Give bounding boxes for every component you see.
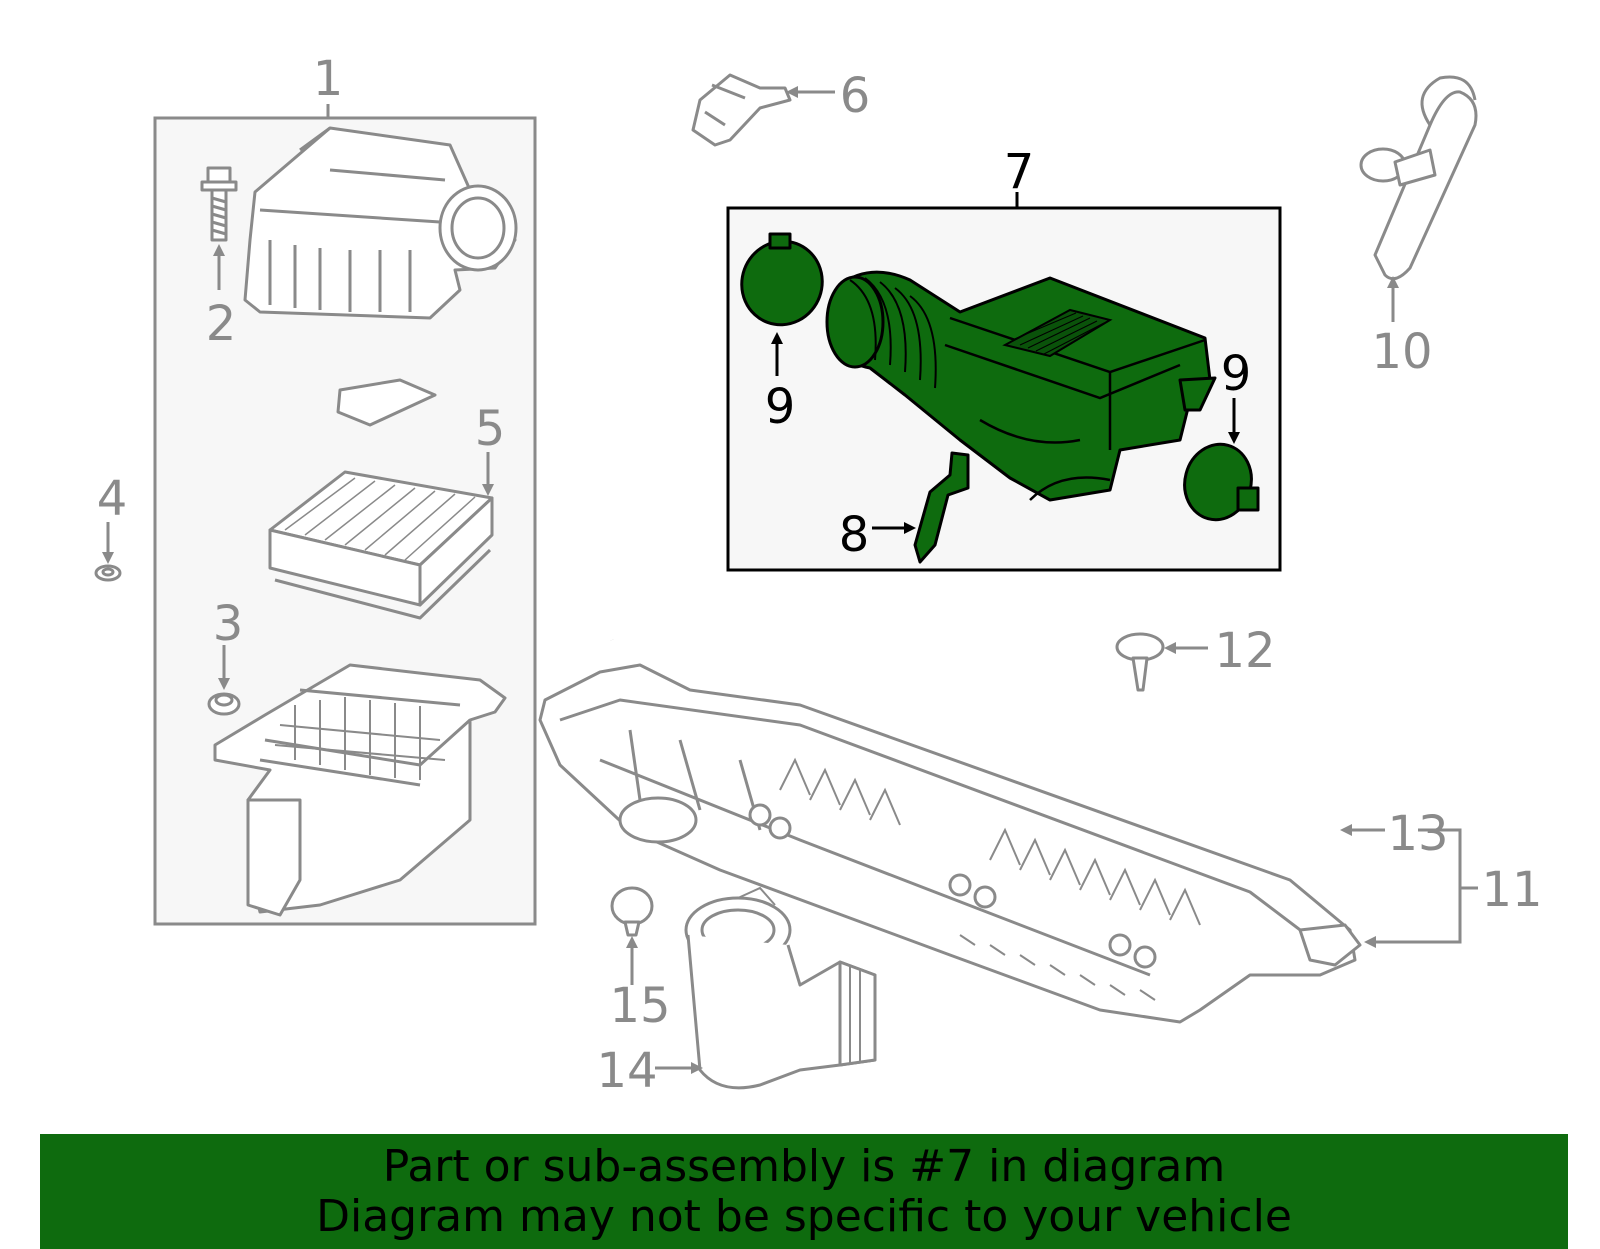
callout-15: 15 bbox=[609, 978, 670, 1034]
callout-11: 11 bbox=[1481, 862, 1542, 918]
callout-2: 2 bbox=[206, 296, 237, 352]
part-1-air-cleaner-lower bbox=[213, 663, 507, 917]
part-11-lower-tray bbox=[538, 663, 1362, 1024]
gasket-plate bbox=[336, 378, 437, 427]
part-14-intake-duct bbox=[684, 886, 877, 1090]
callout-3: 3 bbox=[213, 596, 244, 652]
callout-13: 13 bbox=[1387, 806, 1448, 862]
part-1-air-cleaner-cover bbox=[243, 126, 518, 320]
callout-8: 8 bbox=[839, 507, 870, 563]
callout-6: 6 bbox=[840, 68, 871, 124]
part-9-clamp-right bbox=[1183, 442, 1260, 522]
part-4-washer bbox=[94, 564, 122, 582]
part-5-filter-element bbox=[268, 470, 494, 620]
part-2-bolt bbox=[200, 166, 238, 242]
part-9-clamp-left bbox=[740, 232, 824, 327]
part-7-intake-duct-highlighted bbox=[825, 270, 1217, 502]
banner-line-2: Diagram may not be specific to your vehi… bbox=[316, 1190, 1292, 1242]
part-3-grommet bbox=[207, 692, 241, 716]
info-banner: Part or sub-assembly is #7 in diagram Di… bbox=[40, 1134, 1568, 1249]
part-12-push-pin bbox=[1115, 632, 1165, 692]
callout-1: 1 bbox=[313, 51, 344, 107]
part-6-sensor bbox=[691, 73, 792, 147]
callout-9-left: 9 bbox=[765, 379, 796, 435]
part-8-bracket bbox=[913, 451, 970, 564]
diagram-canvas: 1 2 3 4 5 6 7 8 9 9 10 11 12 13 14 15 bbox=[94, 51, 1543, 1099]
callout-14: 14 bbox=[596, 1043, 657, 1099]
callout-12: 12 bbox=[1214, 623, 1275, 679]
part-15-push-pin bbox=[610, 886, 654, 937]
callout-10: 10 bbox=[1371, 324, 1432, 380]
callout-9-right: 9 bbox=[1221, 346, 1252, 402]
callout-7: 7 bbox=[1004, 144, 1035, 200]
callout-5: 5 bbox=[475, 401, 506, 457]
part-10-hose bbox=[1359, 75, 1478, 281]
banner-line-1: Part or sub-assembly is #7 in diagram bbox=[382, 1140, 1226, 1192]
callout-4: 4 bbox=[97, 471, 128, 527]
